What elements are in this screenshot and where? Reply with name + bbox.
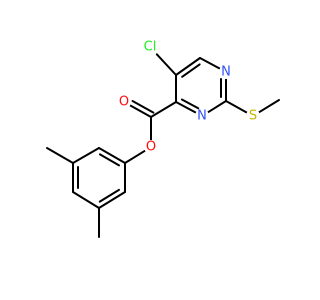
bond-a3-a4 xyxy=(72,162,79,193)
bond-line xyxy=(225,100,248,114)
atom-s: S xyxy=(246,109,260,124)
bond-line xyxy=(72,147,100,164)
bond-c2-s xyxy=(225,100,248,114)
bond-s-me1 xyxy=(257,99,280,114)
bond-line xyxy=(72,191,100,209)
bond-a3-me2 xyxy=(46,147,74,164)
structure-canvas: ClN N S O O xyxy=(46,38,280,238)
atom-label-s: S xyxy=(249,109,257,124)
atom-o2: O xyxy=(144,140,158,155)
atom-label-cl: Cl xyxy=(144,40,157,55)
bond-cl-c5 xyxy=(155,53,177,76)
bond-n1-c2 xyxy=(220,78,227,102)
bond-layer xyxy=(46,53,280,238)
atom-label-background xyxy=(117,95,131,109)
bond-o2-a1 xyxy=(124,149,147,164)
atom-cl: Cl xyxy=(141,38,159,56)
bond-line xyxy=(46,147,74,164)
atom-label-layer: ClN N S O O xyxy=(117,38,260,155)
bond-n3-c4 xyxy=(175,98,200,114)
atom-label-background xyxy=(246,109,260,123)
atom-label-o: O xyxy=(146,140,156,155)
bond-c4-cc xyxy=(150,101,177,118)
bond-line xyxy=(98,191,126,209)
bond-line-inner xyxy=(180,98,200,110)
bond-line xyxy=(155,53,177,76)
bond-line xyxy=(150,101,177,118)
bond-line xyxy=(257,99,280,114)
bond-line xyxy=(175,57,201,76)
atom-label-background xyxy=(141,38,159,56)
bond-a5-a6 xyxy=(98,188,126,209)
bond-a1-a2 xyxy=(98,147,126,167)
bond-c5-c6 xyxy=(175,57,201,78)
atom-label-background xyxy=(144,140,158,154)
bond-c6-n1 xyxy=(199,57,221,70)
atom-label-n: N xyxy=(221,65,231,80)
bond-line-second xyxy=(131,100,155,114)
bond-line-inner xyxy=(98,188,120,203)
bond-line xyxy=(199,57,221,70)
bond-a4-a5 xyxy=(72,191,100,209)
atom-label-background xyxy=(195,109,209,123)
bond-line xyxy=(124,149,147,164)
atom-n3: N xyxy=(195,109,209,124)
bond-line xyxy=(98,147,126,164)
atom-label-o: O xyxy=(119,95,129,110)
bond-cc-o1 xyxy=(129,100,155,118)
bond-line xyxy=(175,101,197,114)
bond-line xyxy=(206,100,227,114)
bond-a2-a3 xyxy=(72,147,100,164)
atom-o1: O xyxy=(117,95,131,110)
atom-label-n: N xyxy=(197,109,207,124)
atom-label-background xyxy=(219,65,233,79)
bond-c2-n3 xyxy=(206,100,227,114)
bond-line-inner xyxy=(98,153,121,167)
atom-n1: N xyxy=(219,65,233,80)
bond-line-inner xyxy=(181,63,201,78)
bond-line xyxy=(129,104,152,118)
